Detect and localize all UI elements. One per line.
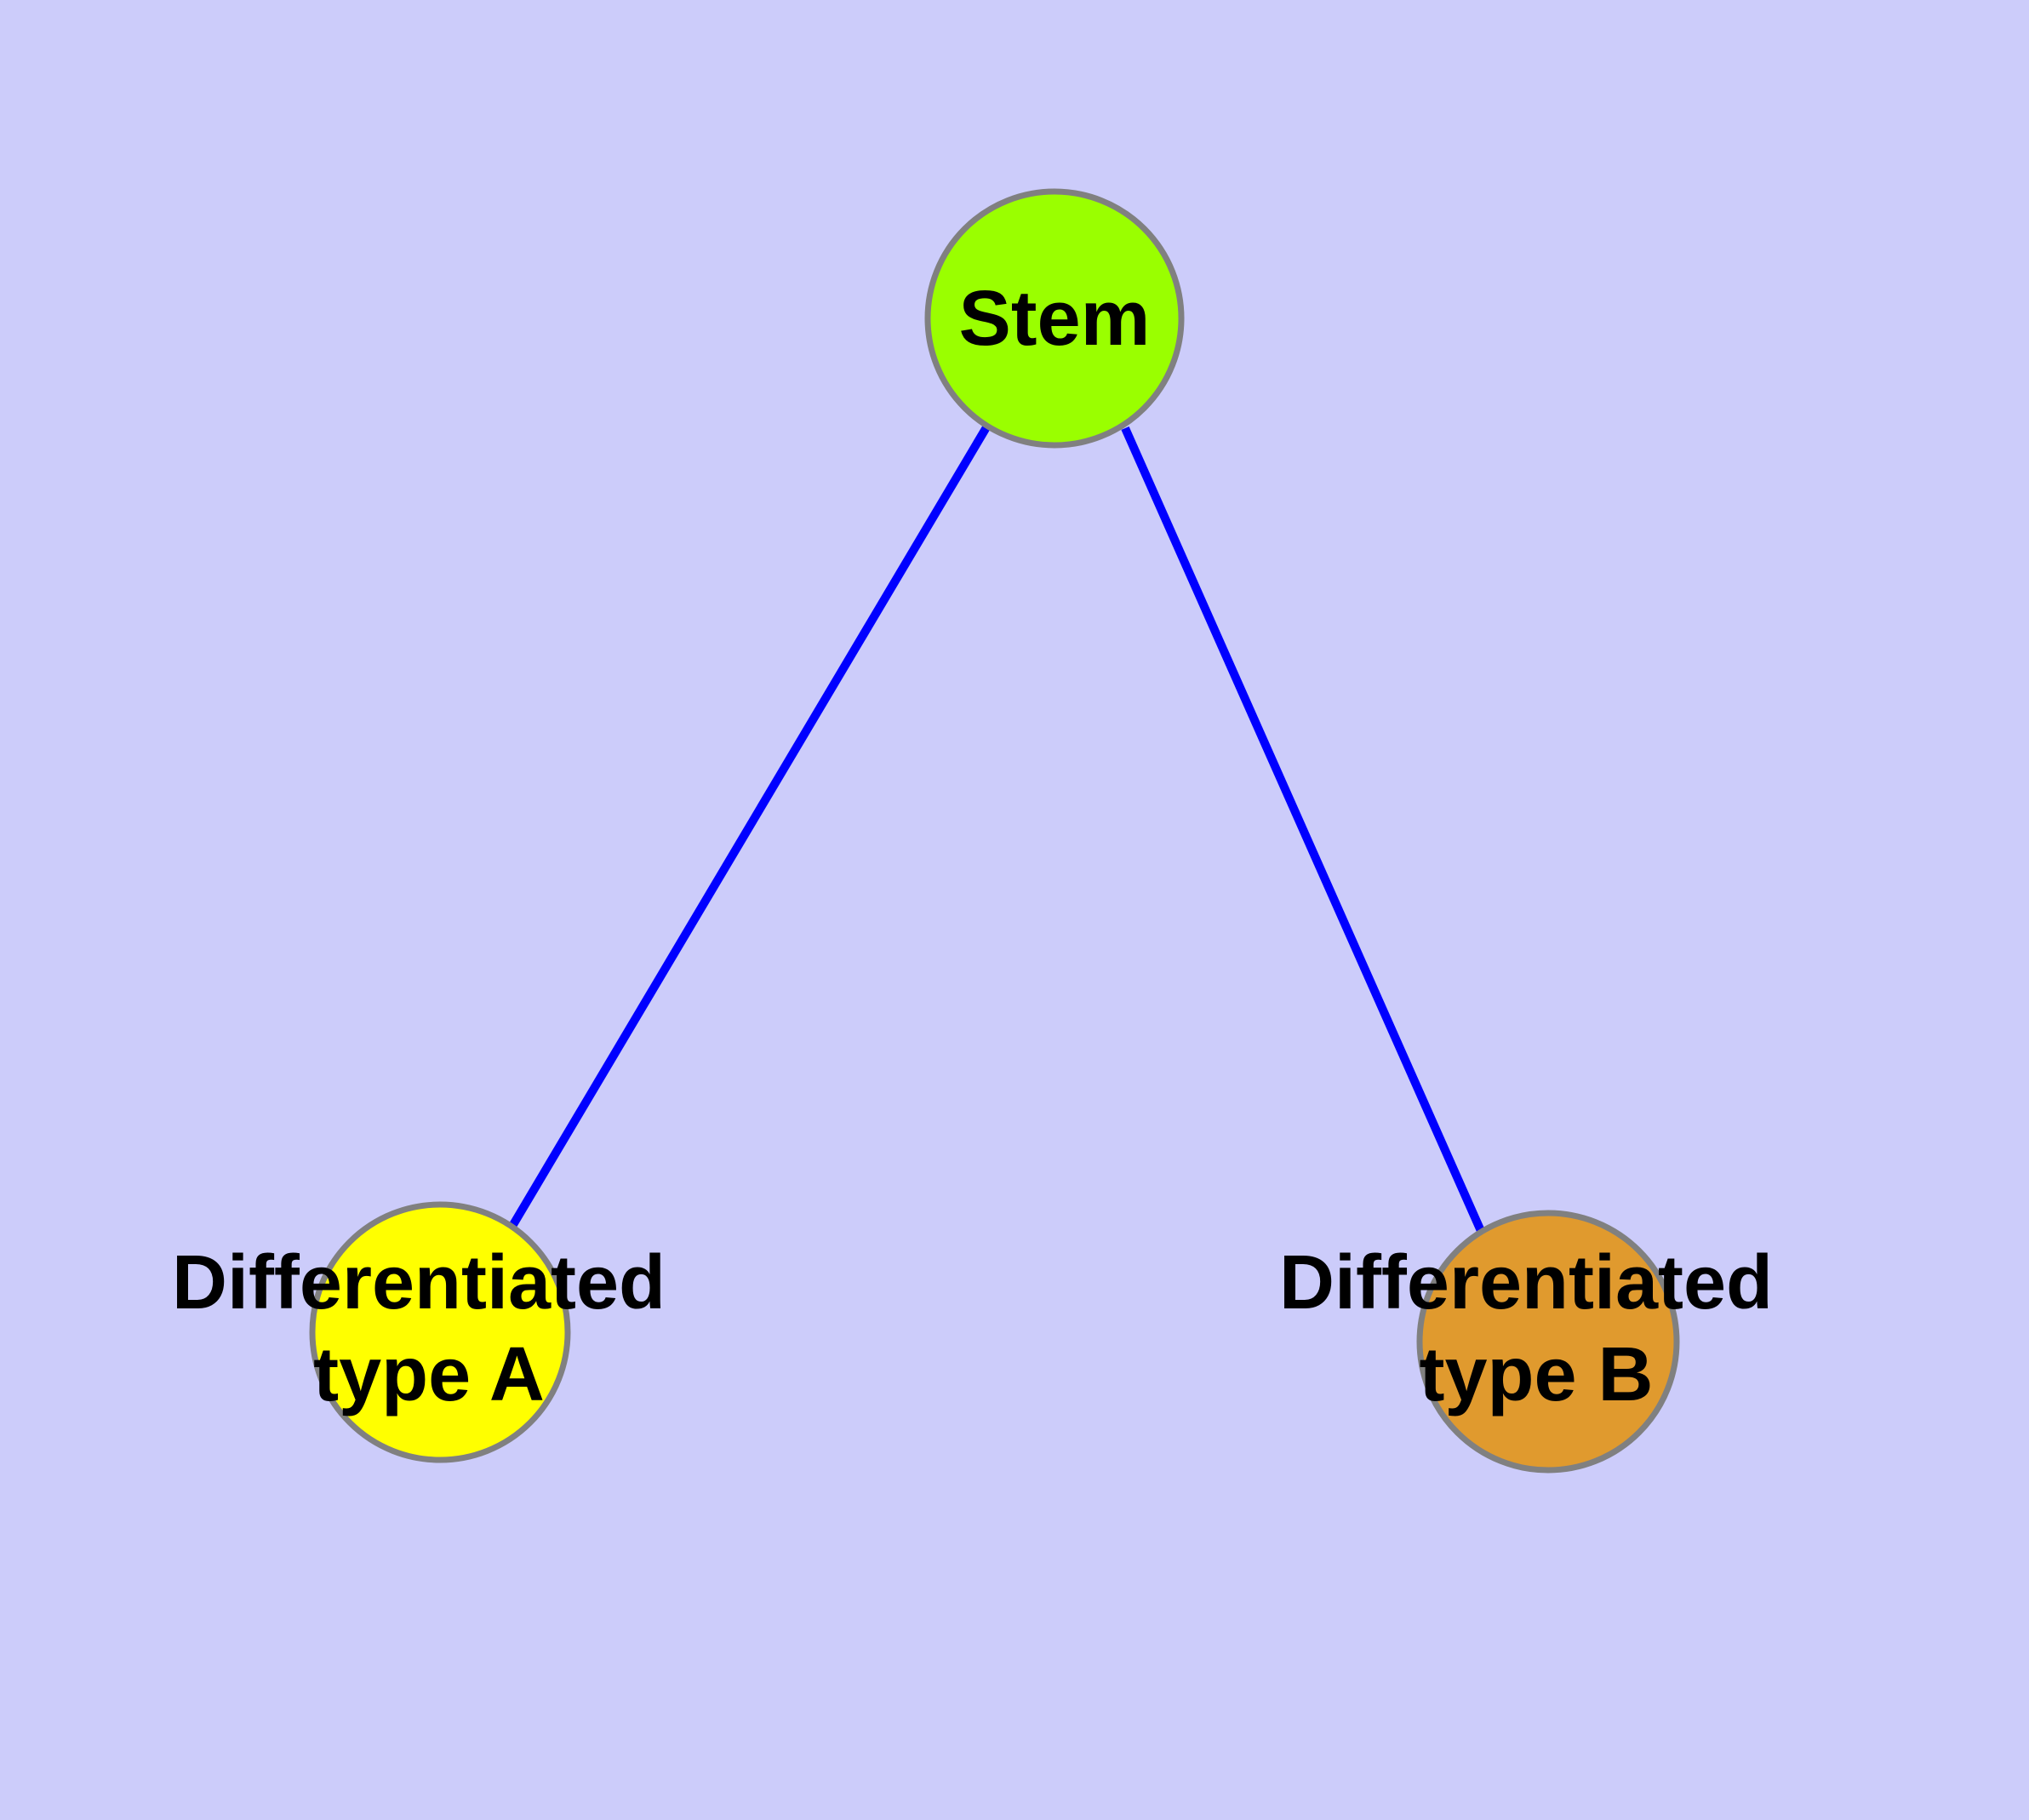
edge-layer [507, 425, 1485, 1233]
node-stem[interactable]: Stem [924, 188, 1185, 449]
node-differentiated-type-b-label-line1: Differentiated [1279, 1240, 1773, 1325]
node-differentiated-type-a-circle[interactable] [309, 1201, 571, 1463]
edge-stem-to-differentiated-type-a[interactable] [507, 425, 991, 1230]
node-differentiated-type-a-label-line1: Differentiated [172, 1240, 666, 1325]
node-differentiated-type-a-label-line2: type A [313, 1332, 545, 1417]
edge-stem-to-differentiated-type-b[interactable] [1121, 426, 1485, 1233]
node-differentiated-type-b-circle[interactable] [1416, 1210, 1680, 1474]
node-stem-circle[interactable] [924, 188, 1185, 449]
node-differentiated-type-a[interactable] [309, 1201, 571, 1463]
node-differentiated-type-b-label-line2: type B [1419, 1332, 1653, 1417]
label-layer: Differentiated type A Differentiated typ… [172, 1240, 1773, 1417]
node-stem-label: Stem [959, 275, 1151, 362]
node-differentiated-type-b[interactable] [1416, 1210, 1680, 1474]
